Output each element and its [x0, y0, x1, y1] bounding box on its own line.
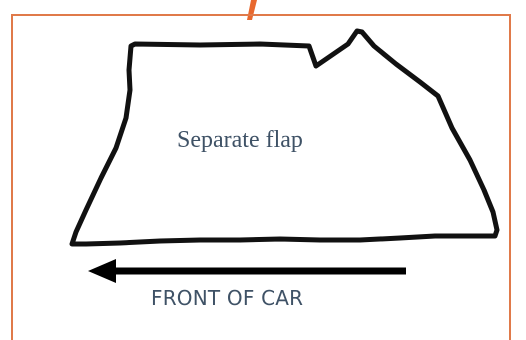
front-of-car-label: FRONT OF CAR	[151, 286, 303, 310]
front-arrow-head	[88, 259, 116, 283]
flap-label: Separate flap	[177, 127, 303, 154]
